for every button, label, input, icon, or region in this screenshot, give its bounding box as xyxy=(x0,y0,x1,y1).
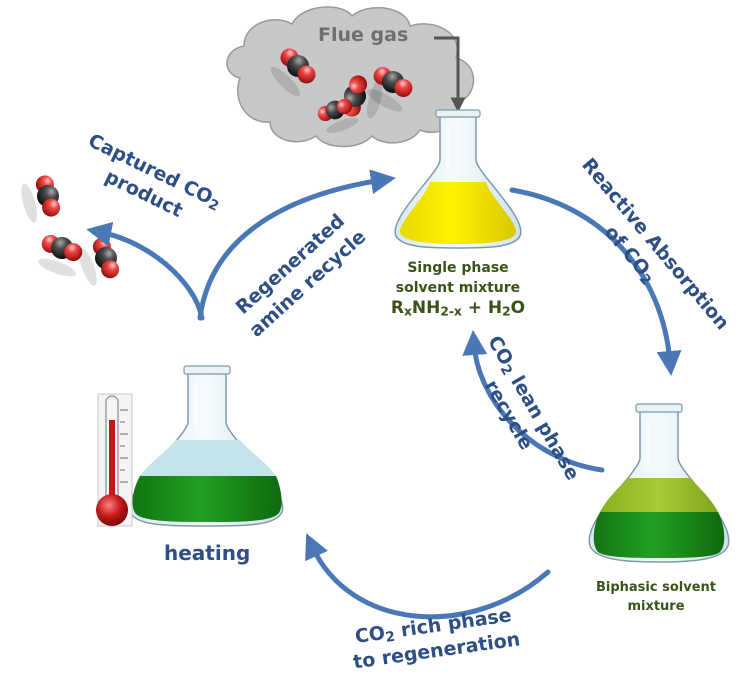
biphasic-line2: mixture xyxy=(627,599,685,614)
formula-o: O xyxy=(510,298,526,318)
formula-2x: 2-x xyxy=(440,304,462,319)
single-phase-label: Single phase solvent mixture xyxy=(390,258,526,298)
rich-subscript: 2 xyxy=(384,628,397,646)
single-phase-line1: Single phase xyxy=(407,260,509,276)
formula-plus-h: + H xyxy=(467,298,503,318)
formula-x: x xyxy=(403,304,412,319)
cloud-icon xyxy=(226,6,475,148)
biphasic-flask xyxy=(588,403,730,563)
flue-gas-label: Flue gas xyxy=(318,24,409,46)
formula-2: 2 xyxy=(502,304,511,319)
heating-flask xyxy=(128,365,284,527)
formula-r: R xyxy=(390,298,404,318)
single-phase-flask xyxy=(394,109,522,249)
formula-nh: NH xyxy=(411,298,441,318)
biphasic-line1: Biphasic solvent xyxy=(595,580,716,595)
rich-co: CO xyxy=(353,622,387,648)
thermometer-icon xyxy=(96,393,133,527)
cycle-arrows xyxy=(86,169,682,620)
flue-gas-arrow xyxy=(434,36,466,113)
amine-formula: RxNH2-x + H2O xyxy=(372,298,544,318)
biphasic-label: Biphasic solvent mixture xyxy=(586,578,726,616)
heating-label: heating xyxy=(164,541,251,565)
single-phase-line2: solvent mixture xyxy=(395,280,521,296)
